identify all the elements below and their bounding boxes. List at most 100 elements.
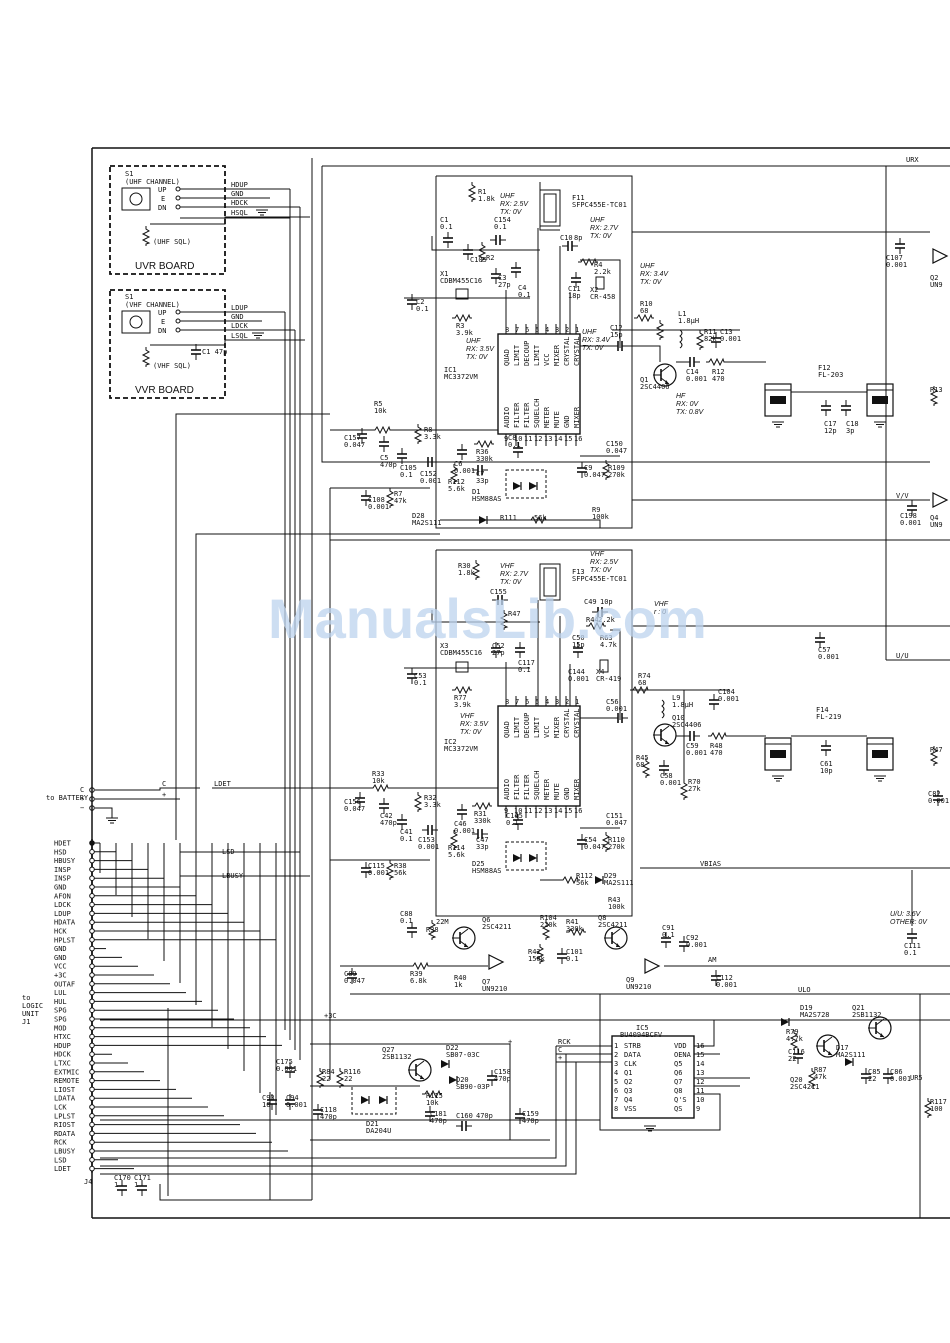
ic2-top-pin-num: 2 <box>565 698 569 706</box>
svg-text:68: 68 <box>640 307 648 315</box>
svg-text:C8: C8 <box>508 434 516 442</box>
svg-text:R33: R33 <box>372 770 385 778</box>
svg-text:C4: C4 <box>518 284 526 292</box>
j4-pin-label: HDCK <box>54 1051 72 1059</box>
ic2-bot-pin-label: AUDIO <box>503 779 511 800</box>
svg-text:HSM88AS: HSM88AS <box>472 495 502 503</box>
net-c: + <box>508 1038 512 1046</box>
svg-text:C91: C91 <box>662 924 675 932</box>
svg-text:D1: D1 <box>472 488 480 496</box>
svg-text:4.7k: 4.7k <box>600 641 618 649</box>
j4-pin-label: INSP <box>54 875 71 883</box>
svg-text:D29: D29 <box>604 872 617 880</box>
svg-text:R70: R70 <box>688 778 701 786</box>
svg-text:C50: C50 <box>572 634 585 642</box>
logic-label-4: J1 <box>22 1018 30 1026</box>
svg-text:HSM88AS: HSM88AS <box>472 867 502 875</box>
svg-text:SB90-03P: SB90-03P <box>456 1083 490 1091</box>
j4-pin-label: LPLST <box>54 1112 76 1120</box>
svg-text:0.1: 0.1 <box>566 955 579 963</box>
svg-text:56k: 56k <box>394 869 407 877</box>
svg-text:0.001: 0.001 <box>886 261 907 269</box>
uvr-line-gnd: GND <box>231 190 244 198</box>
bottom-logic: +3C IC5 BU4094BCFV STRB1DATA2CLK3Q14Q25Q… <box>262 994 950 1218</box>
svg-text:DA204U: DA204U <box>366 1127 391 1135</box>
svg-text:C89: C89 <box>344 970 357 978</box>
svg-text:D25: D25 <box>472 860 485 868</box>
j4-pin-label: OUTAF <box>54 980 75 988</box>
svg-text:470p: 470p <box>522 1117 539 1125</box>
ic1-top-pin-label: LIMIT <box>513 344 521 366</box>
svg-text:2.2k: 2.2k <box>598 616 616 624</box>
ic5-ref: IC5 <box>636 1024 649 1032</box>
svg-text:MA2S111: MA2S111 <box>412 519 442 527</box>
svg-text:R74: R74 <box>638 672 651 680</box>
svg-text:47k: 47k <box>814 1073 827 1081</box>
svg-text:0.1: 0.1 <box>506 819 519 827</box>
svg-text:R43: R43 <box>608 896 621 904</box>
svg-text:3.9k: 3.9k <box>454 701 472 709</box>
svg-text:0.1: 0.1 <box>400 917 413 925</box>
svg-text:18p: 18p <box>568 292 581 300</box>
svg-text:33p: 33p <box>476 843 489 851</box>
svg-text:Q8: Q8 <box>598 914 606 922</box>
net-rck: + <box>558 1054 562 1062</box>
j4-pin-label: GND <box>54 884 67 892</box>
svg-text:R39: R39 <box>410 970 423 978</box>
note-uhf3: UHF RX: 3.4V TX: 0V <box>640 263 669 286</box>
ic2-top-pin-num: 8 <box>505 698 509 706</box>
ic5-left-pin-num: 3 <box>614 1060 618 1068</box>
svg-text:C14: C14 <box>686 368 699 376</box>
svg-text:C117: C117 <box>518 659 535 667</box>
svg-text:C49: C49 <box>584 598 597 606</box>
j4-pin-label: +3C <box>54 972 67 980</box>
svg-text:UN9210: UN9210 <box>626 983 651 991</box>
net-ulo: ULO <box>798 986 811 994</box>
svg-text:C52: C52 <box>492 642 505 650</box>
svg-text:C7: C7 <box>476 470 484 478</box>
svg-text:R12: R12 <box>712 368 725 376</box>
ic2-top-pin-label: QUAD <box>503 721 511 738</box>
vvr-board-label: VVR BOARD <box>135 385 194 396</box>
svg-text:0.001: 0.001 <box>454 467 475 475</box>
ic5-right-pin-num: 9 <box>696 1105 700 1113</box>
svg-text:D20: D20 <box>456 1076 469 1084</box>
uvr-sql: (UHF SQL) <box>153 238 191 246</box>
ic1-bot-pin-num: 10 <box>514 435 522 443</box>
ic5-left-pin-label: DATA <box>624 1051 642 1059</box>
ic5-right-pin-label: Q7 <box>674 1078 682 1086</box>
svg-text:R104: R104 <box>540 914 557 922</box>
svg-text:D28: D28 <box>412 512 425 520</box>
uvr-pin-up: UP <box>158 186 166 194</box>
svg-text:10k: 10k <box>372 777 385 785</box>
svg-text:CR-419: CR-419 <box>596 675 621 683</box>
ic1-part: MC3372VM <box>444 373 478 381</box>
svg-text:RX: 3.4V: RX: 3.4V <box>582 337 611 344</box>
ic1-top-pin-num: 6 <box>525 326 529 334</box>
j4-pin-label: HDATA <box>54 919 76 927</box>
svg-text:RX: 3.4V: RX: 3.4V <box>640 271 669 278</box>
svg-text:R115: R115 <box>426 1092 443 1100</box>
note-uhf4: UHF RX: 3.5V TX: 0V <box>466 338 495 361</box>
vvr-sql: (VHF SQL) <box>153 362 191 370</box>
svg-text:0.001: 0.001 <box>686 375 707 383</box>
svg-text:C11: C11 <box>568 285 581 293</box>
svg-text:C115: C115 <box>368 862 385 870</box>
svg-text:R111: R111 <box>500 514 517 522</box>
svg-text:R45: R45 <box>636 754 649 762</box>
ic1-bot-pin-label: METER <box>543 406 551 428</box>
svg-text:SFPC455E-TC01: SFPC455E-TC01 <box>572 201 627 209</box>
svg-text:C54: C54 <box>584 836 597 844</box>
svg-text:UHF: UHF <box>590 217 605 224</box>
ic2-ref: IC2 <box>444 738 457 746</box>
svg-text:C17: C17 <box>824 420 837 428</box>
svg-text:0.001: 0.001 <box>716 981 737 989</box>
j4-pin-label: MOD <box>54 1024 67 1032</box>
battery-net-plus: + <box>162 791 166 799</box>
svg-text:FL-219: FL-219 <box>816 713 841 721</box>
svg-text:0.047: 0.047 <box>606 819 627 827</box>
svg-text:C2: C2 <box>416 298 424 306</box>
svg-text:1: 1 <box>114 1181 118 1189</box>
j4-pin-label: HDET <box>54 840 72 848</box>
svg-text:5.6k: 5.6k <box>448 485 466 493</box>
